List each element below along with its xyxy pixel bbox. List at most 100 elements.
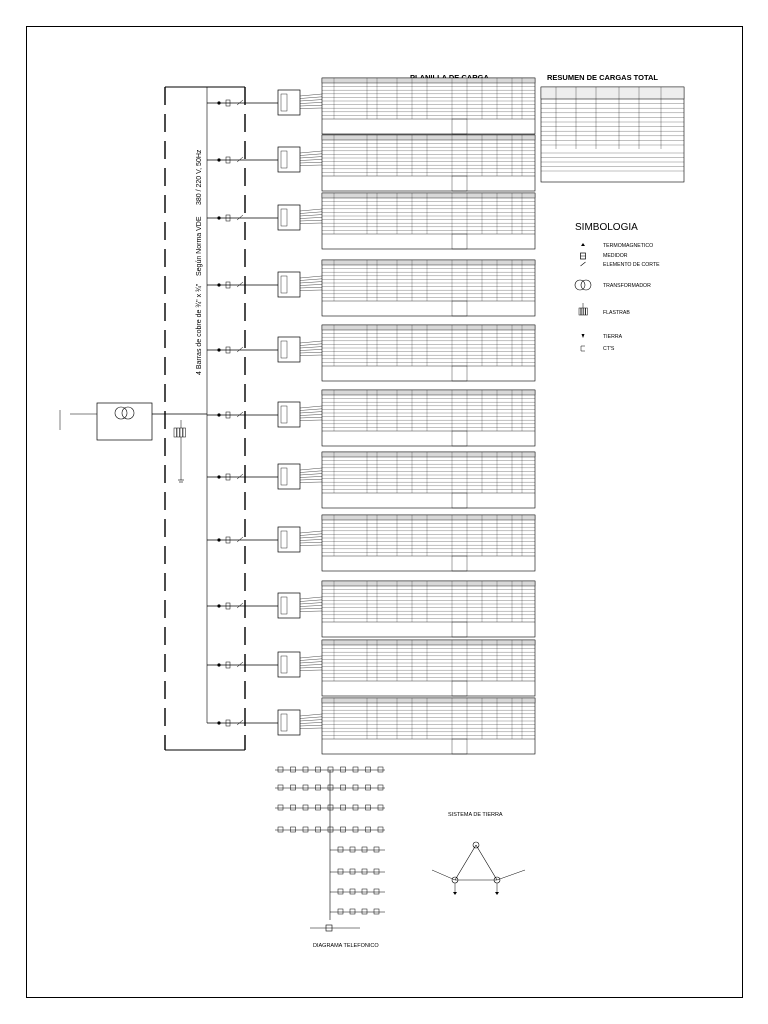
telephone-outlet-icon [352,804,359,811]
telephone-outlet-icon [302,766,309,773]
elemento-corte-icon [236,99,244,106]
medidor-icon [225,719,231,727]
symbol-label: FLASTRAB [603,310,630,316]
telephone-outlet-icon [327,766,334,773]
symbol-label: ELEMENTO DE CORTE [603,262,660,268]
branch-circuit-line [299,405,323,409]
branch-circuit-line [299,343,323,346]
load-schedule-table [321,192,536,250]
panel-breakers [280,275,288,294]
telephone-outlet-icon [361,846,368,853]
table-total-cell [451,738,468,755]
load-panel-box [277,463,301,490]
telephone-outlet-icon [302,804,309,811]
medidor-icon [225,156,231,164]
medidor-icon [225,411,231,419]
medidor-icon [225,281,231,289]
load-schedule-header [321,192,536,199]
load-schedule-table [321,580,536,638]
branch-circuit-line [299,473,323,476]
branch-circuit-line [299,340,323,344]
resumen-title: RESUMEN DE CARGAS TOTAL [547,73,658,82]
load-schedule-header [321,451,536,458]
telephone-outlet-icon [352,826,359,833]
feeder-circuit [207,697,536,755]
feeder-circuit [207,514,536,572]
panel-breakers [280,596,288,615]
load-schedule-table [321,324,536,382]
telephone-outlet-icon [377,804,384,811]
medidor-icon [225,661,231,669]
elemento-corte-icon [580,261,586,267]
load-schedule-header [321,259,536,266]
elemento-corte-icon [236,719,244,726]
panel-breakers [280,655,288,674]
branch-circuit-line [299,669,323,671]
elemento-corte-icon [236,281,244,288]
telephone-outlet-icon [290,826,296,833]
branch-circuit-line [299,217,323,219]
branch-circuit-line [299,93,323,97]
branch-circuit-line [299,214,323,217]
flastrab-icon [173,427,177,438]
telephone-outlet-icon [302,826,309,833]
table-total-cell [451,118,468,135]
branch-circuit-line [299,725,323,727]
telephone-outlet-icon [365,784,371,791]
telephone-outlet-icon [377,826,384,833]
flastrab-icon [176,427,180,438]
branch-circuit-line [299,150,323,154]
drawing-sheet-border [26,26,743,998]
load-panel-box [277,146,301,173]
load-schedule-table [321,639,536,697]
termomagnetico-icon [217,348,221,352]
elemento-corte-icon [236,536,244,543]
table-total-cell [451,555,468,572]
termomagnetico-icon [217,538,221,542]
load-schedule-table [321,389,536,447]
simbologia-title: SIMBOLOGIA [575,222,638,233]
branch-circuit-line [299,716,323,719]
termomagnetico-icon [217,721,221,725]
load-schedule-header [321,697,536,704]
panel-breakers [280,340,288,359]
feeder-circuit [207,580,536,638]
branch-circuit-line [299,352,323,354]
load-schedule-header [321,77,536,84]
branch-circuit-line [299,655,323,659]
telephone-outlet-icon [340,826,346,833]
telephone-outlet-icon [327,804,334,811]
branch-circuit-line [299,536,323,539]
telephone-outlet-icon [377,766,384,773]
branch-circuit-line [299,354,323,356]
telephone-outlet-icon [340,766,346,773]
branch-circuit-line [299,278,323,281]
panel-breakers [280,405,288,424]
flastrab-icon [578,307,582,316]
load-panel-box [277,401,301,428]
telephone-outlet-icon [290,766,296,773]
branch-circuit-line [299,162,323,164]
flastrab-icon [580,307,584,316]
load-panel-box [277,89,301,116]
load-schedule-header [321,134,536,141]
telephone-outlet-icon [361,908,368,915]
branch-circuit-line [299,533,323,536]
telephone-outlet-icon [365,826,371,833]
telephone-box-icon [325,924,333,932]
panel-breakers [280,93,288,112]
flastrab-icon [182,427,186,438]
feeder-circuit [207,389,536,447]
telephone-outlet-icon [337,868,344,875]
telephone-outlet-icon [352,766,359,773]
tierra-icon [453,892,457,895]
load-schedule-table [321,451,536,509]
flastrab-icon [583,307,586,316]
transformer-box [96,402,153,441]
feeder-circuit [207,77,536,135]
panel-breakers [280,208,288,227]
telephone-outlet-icon [337,908,344,915]
branch-circuit-line [299,211,323,214]
telephone-outlet-icon [277,766,284,773]
table-total-cell [451,365,468,382]
